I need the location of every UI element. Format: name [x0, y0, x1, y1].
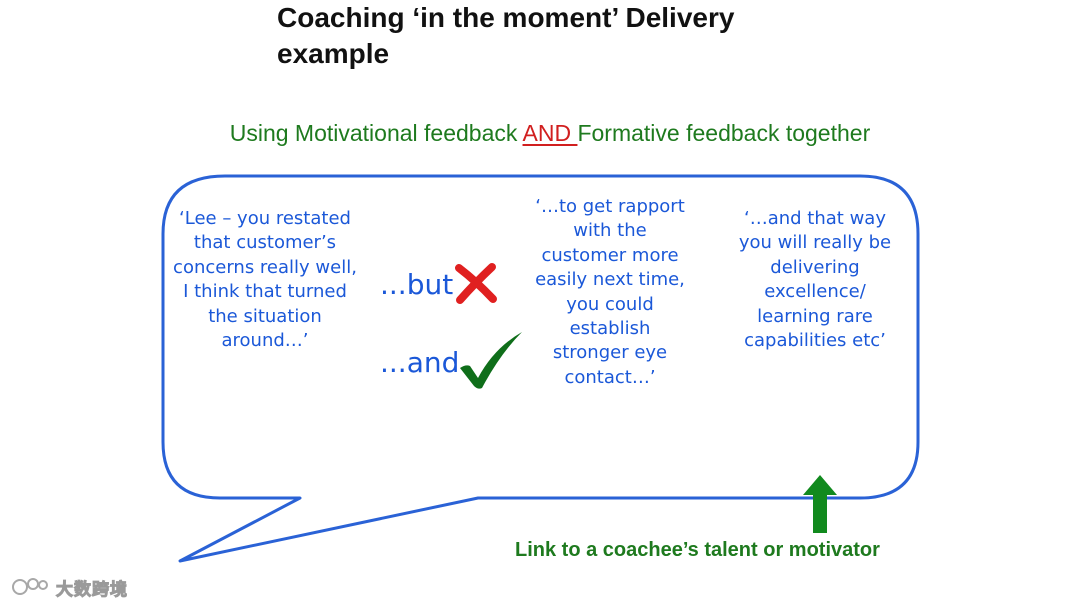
link-caption: Link to a coachee’s talent or motivator [515, 539, 880, 561]
quote-left: ‘Lee – you restated that customer’s conc… [173, 208, 357, 352]
quote-middle: ‘…to get rapport with the customer more … [535, 196, 685, 388]
quote-right: ‘…and that way you will really be delive… [738, 208, 892, 352]
connector-but: ...but [380, 268, 454, 301]
green-check-icon [460, 332, 522, 389]
red-cross-icon [455, 263, 497, 304]
watermark: 大数跨境 [10, 574, 128, 600]
slide-title: Coaching ‘in the moment’ Delivery exampl… [277, 2, 735, 69]
watermark-logo-icon [12, 578, 48, 595]
subtitle-text-before: Using Motivational feedback [229, 120, 523, 146]
green-up-arrow-icon [803, 475, 837, 533]
slide-subtitle: Using Motivational feedback AND Formativ… [0, 120, 1080, 147]
speech-bubble-outline [161, 174, 920, 563]
connector-and: ...and [380, 346, 460, 379]
watermark-text: 大数跨境 [56, 579, 128, 600]
subtitle-text-after: Formative feedback together [577, 120, 871, 146]
subtitle-highlight-and: AND [522, 120, 578, 146]
